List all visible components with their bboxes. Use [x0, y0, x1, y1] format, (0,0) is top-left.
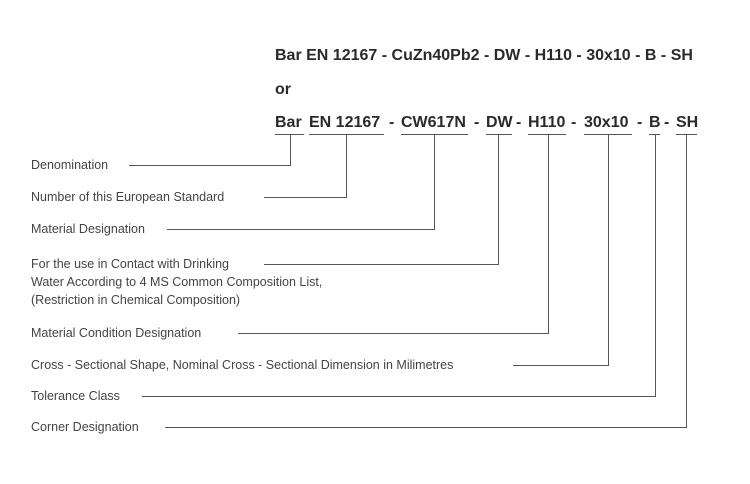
separator-3: - — [516, 114, 522, 131]
segment-dw: DW — [486, 114, 513, 131]
segment-standard: EN 12167 — [309, 114, 381, 131]
separator-1: - — [389, 114, 395, 131]
leader-cross-section — [513, 134, 609, 366]
separator-2: - — [474, 114, 480, 131]
label-standard-number: Number of this European Standard — [31, 190, 225, 204]
leader-corner — [165, 134, 687, 428]
separator-6: - — [664, 114, 670, 131]
separator-4: - — [571, 114, 577, 131]
segment-bar: Bar — [275, 114, 302, 131]
designation-full-line: Bar EN 12167 - CuZn40Pb2 - DW - H110 - 3… — [275, 47, 693, 64]
label-cross-section: Cross - Sectional Shape, Nominal Cross -… — [31, 358, 454, 372]
segment-corner: SH — [676, 114, 699, 131]
label-material-designation: Material Designation — [31, 222, 145, 236]
leader-denomination — [129, 134, 291, 166]
leader-standard — [264, 134, 347, 198]
leader-material — [167, 134, 435, 230]
segment-tolerance: B — [649, 114, 661, 131]
label-corner-designation: Corner Designation — [31, 420, 139, 434]
label-tolerance-class: Tolerance Class — [31, 389, 120, 403]
label-denomination: Denomination — [31, 158, 109, 172]
label-drinking-water-line-3: (Restriction in Chemical Composition) — [31, 293, 241, 307]
label-material-condition: Material Condition Designation — [31, 326, 202, 340]
label-drinking-water-line-2: Water According to 4 MS Common Compositi… — [31, 275, 323, 289]
segment-material: CW617N — [401, 114, 466, 131]
segment-condition: H110 — [528, 114, 566, 131]
leader-tolerance — [142, 134, 656, 397]
separator-5: - — [637, 114, 643, 131]
leader-condition — [238, 134, 549, 334]
leader-drinking-water — [264, 134, 499, 265]
or-text: or — [275, 81, 291, 98]
label-drinking-water-line-1: For the use in Contact with Drinking — [31, 257, 230, 271]
segment-dimension: 30x10 — [584, 114, 629, 131]
